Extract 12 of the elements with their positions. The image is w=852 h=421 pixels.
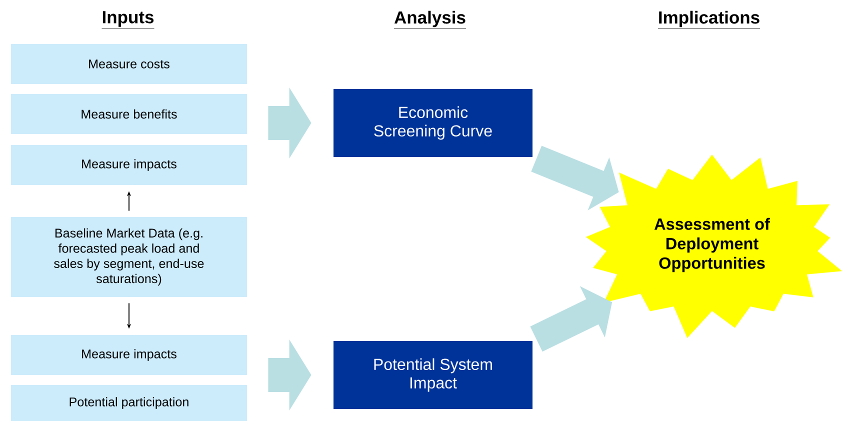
input-box: Baseline Market Data (e.g. forecasted peak load and sales by segment, end-use saturations) [11,217,247,297]
column-heading: Analysis [394,10,466,29]
input-box: Measure costs [11,44,247,84]
input-box: Potential participation [11,385,247,421]
input-box: Measure impacts [11,335,247,375]
analysis-box: Potential System Impact [334,341,532,409]
column-heading: Implications [658,10,760,29]
starburst: Assessment of Deployment Opportunities [586,154,842,338]
analysis-box: Economic Screening Curve [334,89,532,157]
input-box: Measure benefits [11,94,247,134]
input-box: Measure impacts [11,145,247,185]
column-heading: Inputs [102,11,154,28]
